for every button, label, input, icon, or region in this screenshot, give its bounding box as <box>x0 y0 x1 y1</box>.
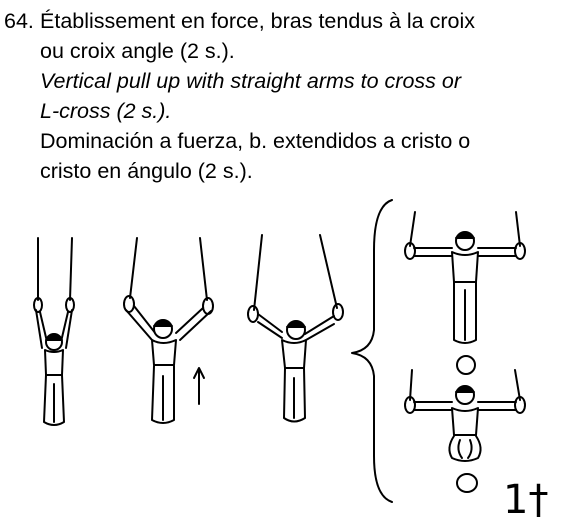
ring-strap-left <box>254 235 262 310</box>
brace-icon <box>352 200 392 502</box>
ring-strap-right <box>515 370 520 400</box>
ring-strap-right <box>70 238 72 300</box>
gymnast-illustration <box>0 190 561 531</box>
english-line-2: L-cross (2 s.). <box>40 96 558 126</box>
element-description: 64. Établissement en force, bras tendus … <box>4 6 558 186</box>
ring-strap-left <box>130 238 137 298</box>
ring-strap-left <box>410 212 415 246</box>
ring-right <box>333 304 343 320</box>
feet-view-icon <box>457 356 475 374</box>
french-line-2: ou croix angle (2 s.). <box>40 36 558 66</box>
ring-strap-right <box>200 238 207 300</box>
gymnast-figure-cross <box>405 212 525 374</box>
gymnast-figure-pull <box>124 238 213 423</box>
ring-strap-right <box>516 212 520 246</box>
english-line-1: Vertical pull up with straight arms to c… <box>40 66 558 96</box>
gymnast-figure-lowering <box>248 235 343 422</box>
ring-left <box>248 306 258 322</box>
ring-strap-left <box>410 370 412 400</box>
feet-view-icon <box>457 474 477 492</box>
gymnast-figure-hang <box>34 238 74 425</box>
element-number: 64. <box>4 6 40 186</box>
difficulty-mark: 1† <box>503 478 548 522</box>
spanish-line-2: cristo en ángulo (2 s.). <box>40 156 558 186</box>
ring-strap-right <box>320 235 337 308</box>
gymnast-figure-l-cross <box>405 370 525 492</box>
french-line-1: Établissement en force, bras tendus à la… <box>40 6 558 36</box>
spanish-line-1: Dominación a fuerza, b. extendidos a cri… <box>40 126 558 156</box>
